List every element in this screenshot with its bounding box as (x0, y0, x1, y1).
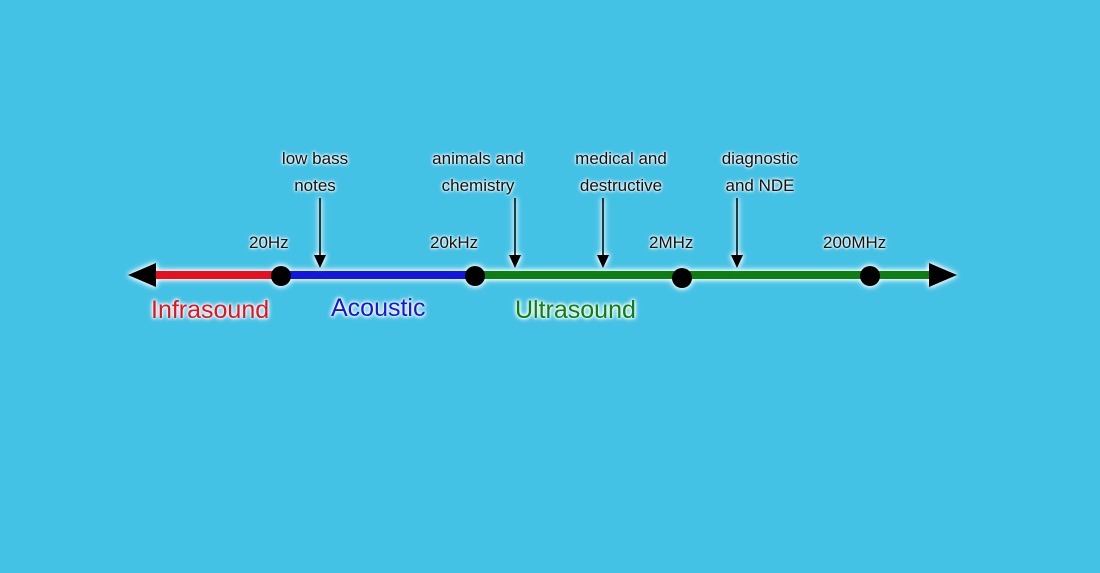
annotation-line1: animals and (432, 149, 524, 168)
left-arrowhead-icon (128, 263, 156, 287)
annotation-diagnostic: diagnostic and NDE (690, 145, 830, 199)
tick-dot-200mhz (860, 266, 880, 286)
annotation-line1: low bass (281, 149, 349, 168)
annotation-medical: medical and destructive (551, 145, 691, 199)
tick-label-20hz: 20Hz (249, 233, 289, 252)
tick-dot-20khz (465, 266, 485, 286)
tick-label-20khz: 20kHz (430, 233, 479, 252)
annotation-animals: animals and chemistry (408, 145, 548, 199)
band-label-ultrasound: Ultrasound (515, 296, 636, 324)
annotation-line2: notes (294, 176, 336, 195)
tick-label-200mhz: 200MHz (823, 233, 887, 252)
tick-dot-2mhz (672, 268, 692, 288)
pointer-arrow-diagnostic (731, 198, 743, 268)
pointer-arrow-medical (597, 198, 609, 268)
annotation-line2: destructive (579, 176, 663, 195)
annotation-line2: and NDE (725, 176, 795, 195)
band-label-infrasound: Infrasound (151, 296, 270, 324)
pointer-arrow-animals (509, 198, 521, 268)
pointer-arrow-low-bass (314, 198, 326, 268)
annotation-line2: chemistry (441, 176, 515, 195)
annotation-line1: diagnostic (721, 149, 799, 168)
band-label-acoustic: Acoustic (331, 294, 426, 322)
annotation-line1: medical and (575, 149, 667, 168)
annotation-low-bass: low bass notes (245, 145, 385, 199)
tick-label-2mhz: 2MHz (649, 233, 694, 252)
right-arrowhead-icon (929, 263, 957, 287)
tick-dot-20hz (271, 266, 291, 286)
